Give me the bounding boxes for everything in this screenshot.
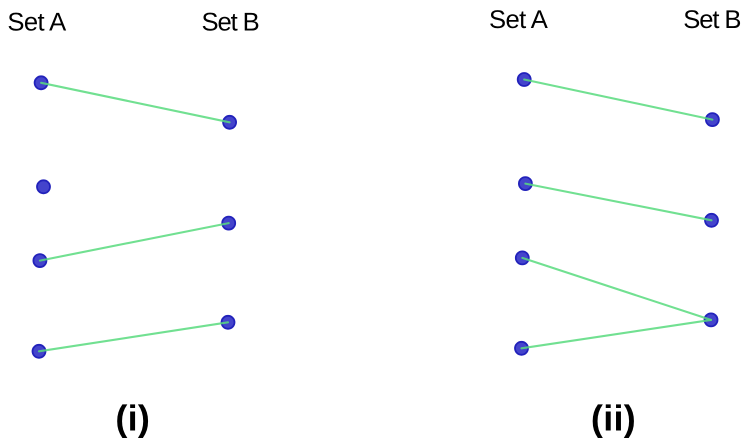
svg-text:(i): (i)	[115, 397, 150, 438]
svg-text:Set B: Set B	[202, 9, 259, 37]
svg-text:Set A: Set A	[489, 6, 549, 34]
svg-text:(ii): (ii)	[591, 397, 636, 438]
svg-text:Set A: Set A	[7, 9, 67, 37]
svg-text:Set B: Set B	[683, 6, 740, 34]
